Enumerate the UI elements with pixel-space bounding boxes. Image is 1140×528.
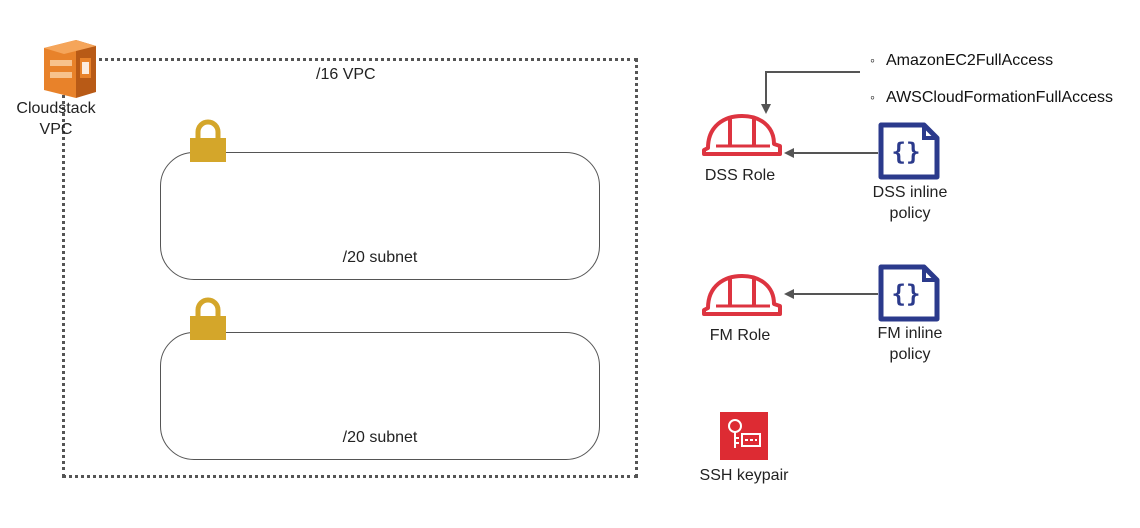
managed-policies-to-dss-role-arrow	[761, 71, 860, 114]
ssh-key-icon	[720, 412, 768, 460]
subnet-2	[160, 332, 600, 460]
dss-role-label: DSS Role	[704, 167, 776, 184]
aws-vpc-icon	[44, 40, 96, 98]
subnet-1	[160, 152, 600, 280]
managed-policy-list: AmazonEC2FullAccess AWSCloudFormationFul…	[870, 42, 1113, 116]
subnet-2-label: /20 subnet	[342, 429, 418, 446]
lock-icon	[190, 119, 226, 162]
dss-inline-policy-line2: policy	[889, 205, 931, 222]
vpc-boundary	[62, 58, 638, 478]
managed-policy-cloudformation: AWSCloudFormationFullAccess	[870, 79, 1113, 116]
vpc-name: Cloudstack VPC	[14, 98, 98, 140]
fm-inline-policy-label: FM inline policy	[850, 323, 970, 365]
ssh-keypair-label: SSH keypair	[699, 467, 789, 484]
dss-inline-policy-label: DSS inline policy	[850, 182, 970, 224]
vpc-name-line1: Cloudstack	[16, 100, 96, 117]
policy-document-icon: {}	[878, 122, 940, 180]
fm-inline-policy-line1: FM inline	[877, 325, 943, 342]
subnet-1-label: /20 subnet	[342, 249, 418, 266]
svg-text:{}: {}	[892, 138, 921, 166]
iam-role-helmet-icon	[702, 114, 782, 156]
fm-inline-policy-line2: policy	[889, 346, 931, 363]
vpc-cidr-label: /16 VPC	[316, 66, 376, 83]
fm-role-label: FM Role	[709, 327, 771, 344]
svg-text:{}: {}	[892, 280, 921, 308]
managed-policy-ec2: AmazonEC2FullAccess	[870, 42, 1113, 79]
iam-role-helmet-icon	[702, 274, 782, 316]
lock-icon	[190, 297, 226, 340]
vpc-name-line2: VPC	[39, 121, 73, 138]
policy-document-icon: {}	[878, 264, 940, 322]
dss-inline-policy-line1: DSS inline	[872, 184, 948, 201]
